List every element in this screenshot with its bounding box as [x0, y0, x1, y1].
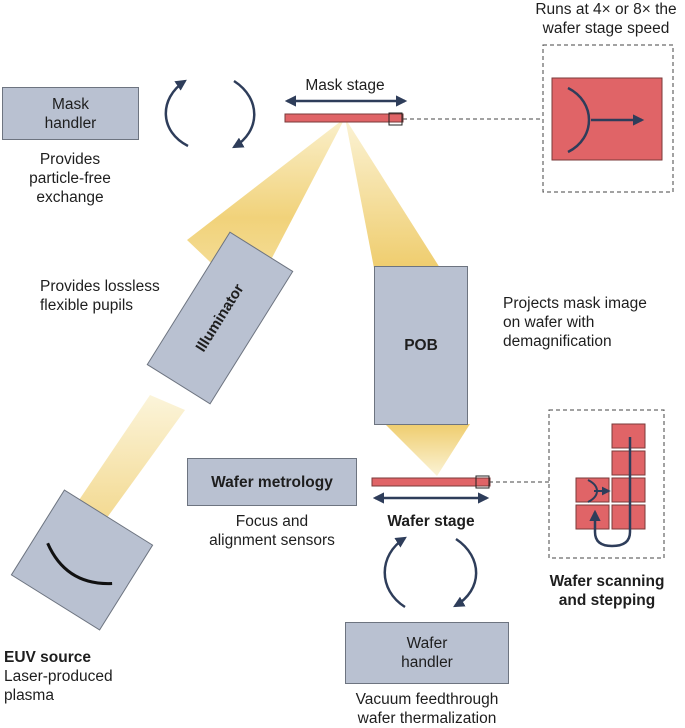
wafer-die — [611, 504, 646, 530]
wafer-stage-label: Wafer stage — [387, 513, 475, 530]
mask-handler-rotate-right-icon — [232, 79, 256, 149]
illuminator-box — [146, 231, 294, 405]
mask-inset-caption: Runs at 4× or 8× the wafer stage speed — [535, 1, 677, 37]
collector-mirror — [46, 542, 113, 586]
mask-handler-box: Mask handler — [2, 87, 139, 140]
pob-to-wafer-beam — [385, 424, 470, 476]
mask-stage-plate — [284, 113, 404, 123]
mask-inset-frame — [542, 44, 674, 193]
wafer-inset-caption: Wafer scanning and stepping — [549, 573, 665, 609]
wafer-metrology-box: Wafer metrology — [187, 458, 357, 506]
wafer-handler-rotate-left-icon — [383, 536, 407, 609]
wafer-stepping-path-arrow — [589, 437, 632, 548]
euv-source-box — [10, 489, 154, 631]
pob-box: POB — [374, 266, 468, 425]
wafer-metrology-description: Focus and alignment sensors — [209, 513, 335, 549]
wafer-die — [611, 423, 646, 449]
wafer-handler-description: Vacuum feedthrough wafer thermalization — [355, 691, 499, 727]
illuminator-description: Provides lossless flexible pupils — [40, 278, 160, 314]
euv-source-unit — [10, 489, 154, 631]
mask-stage-label: Mask stage — [305, 77, 385, 94]
pob-description: Projects mask image on wafer with demagn… — [503, 295, 647, 350]
mask-handler-rotate-left-icon — [164, 79, 189, 148]
mask-to-pob-beam — [345, 118, 440, 268]
wafer-die-grid — [575, 423, 646, 530]
wafer-inset-frame — [548, 409, 665, 559]
wafer-stage-plate — [371, 477, 491, 487]
wafer-handler-rotate-right-icon — [453, 537, 478, 608]
wafer-handler-box: Wafer handler — [345, 622, 509, 684]
euv-source-label: EUV source — [4, 649, 92, 666]
wafer-die — [611, 450, 646, 476]
mask-scan-slit — [567, 86, 591, 154]
mask-field-marker — [388, 112, 403, 126]
wafer-die — [575, 504, 610, 530]
mask-handler-description: Provides particle-free exchange — [29, 151, 111, 206]
euv-source-description: Laser-produced plasma — [4, 668, 113, 704]
wafer-die — [611, 477, 646, 503]
